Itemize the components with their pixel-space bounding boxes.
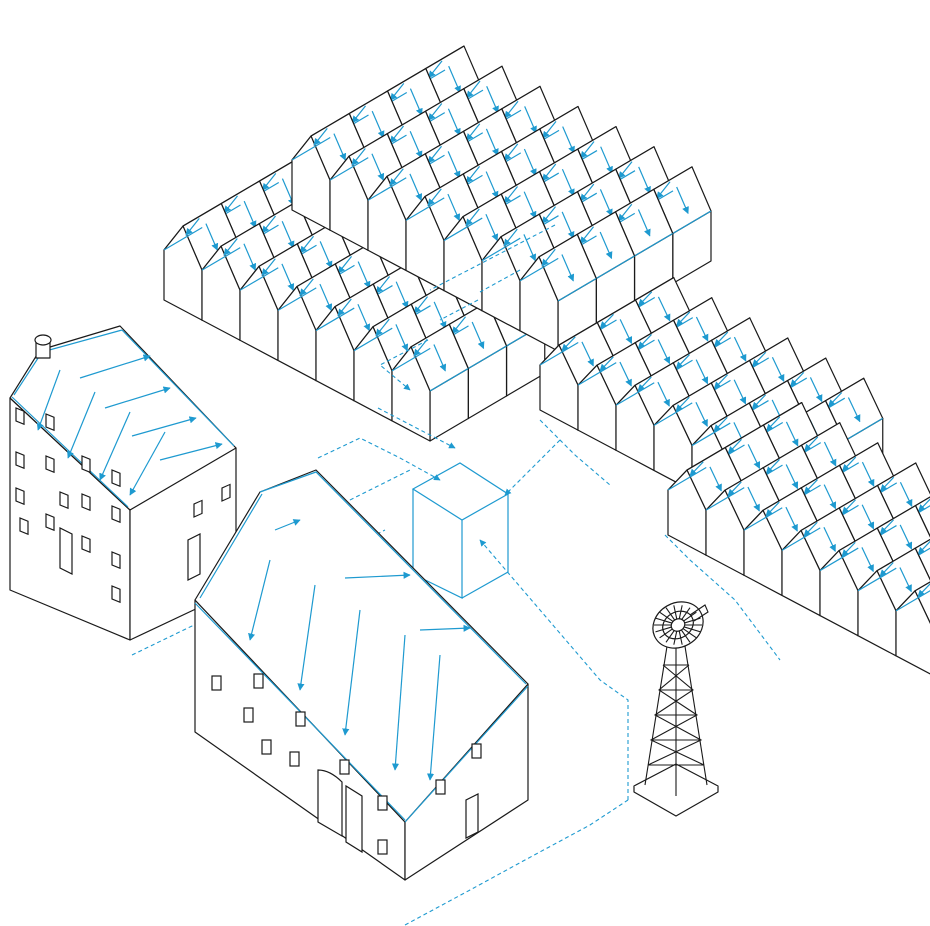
water-cistern <box>413 463 508 598</box>
window <box>112 552 120 568</box>
window <box>46 456 54 472</box>
window <box>340 760 349 774</box>
window <box>212 676 221 690</box>
window <box>82 536 90 552</box>
window <box>82 494 90 510</box>
window <box>16 488 24 504</box>
window <box>16 408 24 424</box>
window <box>20 518 28 534</box>
window <box>472 744 481 758</box>
windmill <box>634 593 718 816</box>
window <box>112 586 120 602</box>
window <box>436 780 445 794</box>
window <box>378 840 387 854</box>
window <box>290 752 299 766</box>
window <box>262 740 271 754</box>
greenhouse-cluster-east <box>540 278 930 676</box>
window <box>46 414 54 430</box>
barn <box>195 470 528 880</box>
window <box>46 514 54 530</box>
window <box>296 712 305 726</box>
window <box>16 452 24 468</box>
window <box>112 470 120 486</box>
window <box>244 708 253 722</box>
window <box>222 484 230 501</box>
window <box>378 796 387 810</box>
window <box>194 500 202 517</box>
window <box>82 456 90 472</box>
window <box>254 674 263 688</box>
window <box>112 506 120 522</box>
window <box>60 492 68 508</box>
